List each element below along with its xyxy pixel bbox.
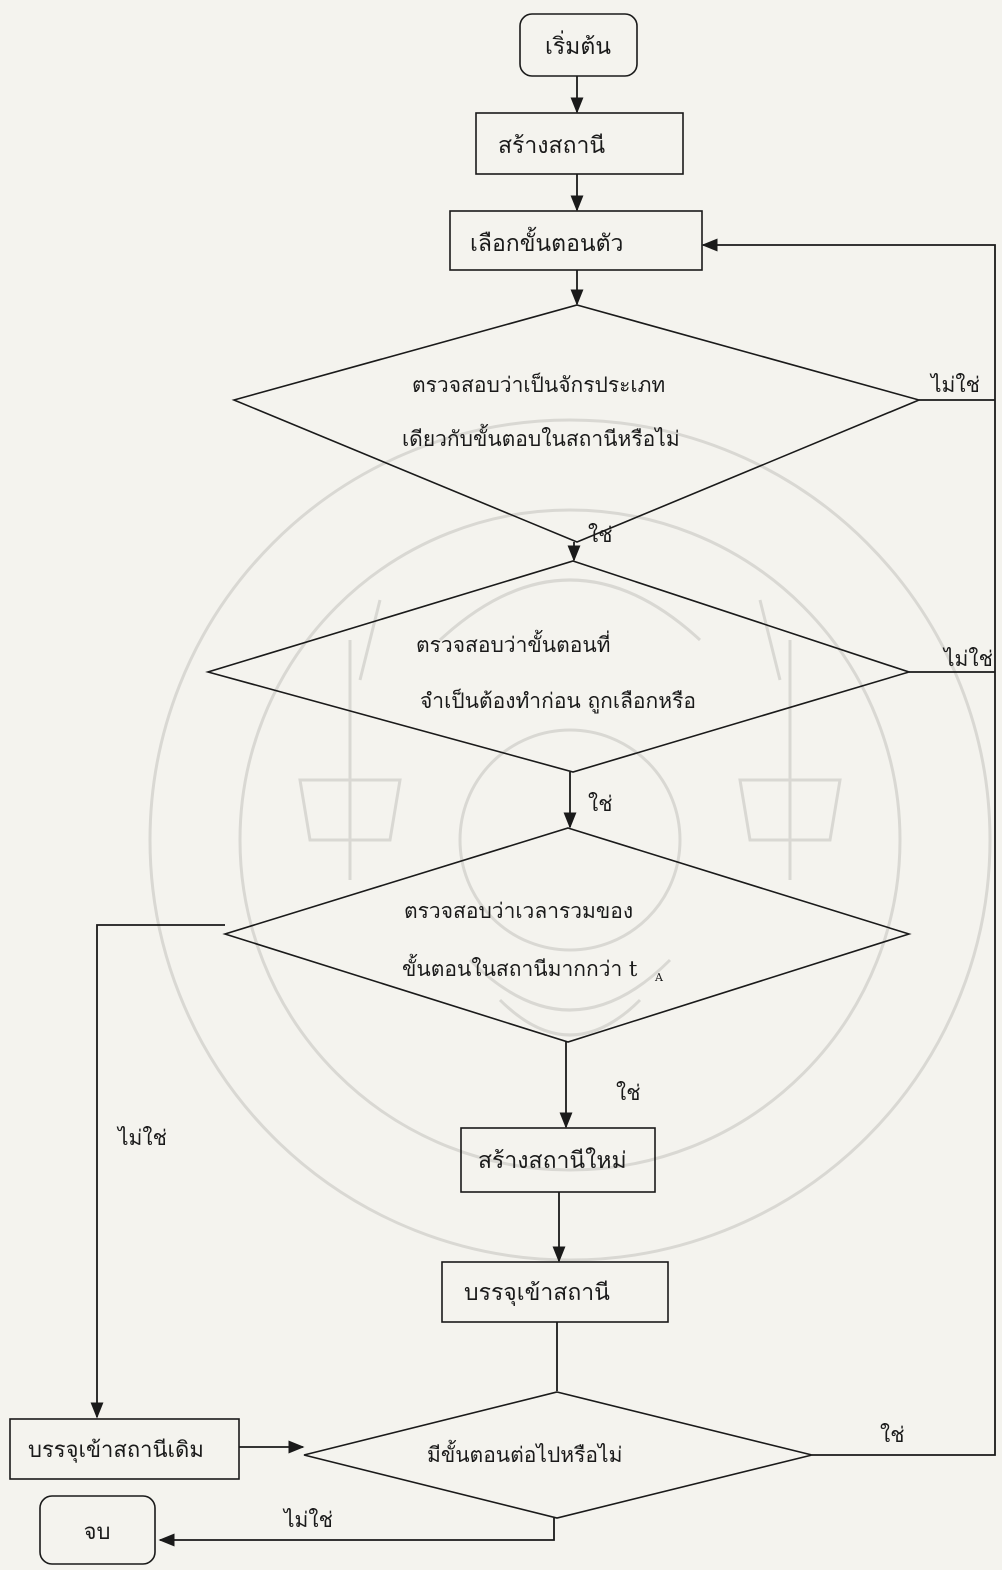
arrow-time-no	[90, 924, 225, 1419]
no-label-more: ไม่ใช่	[282, 1508, 333, 1532]
decision-more-diamond	[303, 1391, 813, 1519]
decision-time-line2: ขั้นตอนในสถานีมากกว่า t	[402, 954, 638, 981]
no-label-type: ไม่ใช่	[929, 373, 980, 397]
yes-label-type: ใช่	[588, 523, 613, 547]
load-old-station-label: บรรจุเข้าสถานีเดิม	[28, 1438, 204, 1463]
decision-predecessor-diamond	[205, 560, 912, 773]
end-terminal	[39, 1495, 156, 1565]
decision-type-line1: ตรวจสอบว่าเป็นจักรประเภท	[412, 371, 665, 397]
decision-time-subscript: A	[654, 971, 664, 984]
create-new-station-box	[460, 1127, 656, 1193]
decision-time-line1: ตรวจสอบว่าเวลารวมของ	[404, 899, 633, 923]
load-old-station-box	[9, 1418, 240, 1480]
decision-type-diamond	[231, 304, 922, 543]
load-station-label: บรรจุเข้าสถานี	[464, 1280, 610, 1306]
create-station-label: สร้างสถานี	[498, 133, 605, 159]
connectors	[90, 76, 996, 1547]
start-terminal	[519, 13, 638, 77]
select-task-label: เลือกขั้นตอนตัว	[470, 227, 623, 257]
decision-time-diamond	[222, 827, 912, 1043]
decision-predecessor-line1: ตรวจสอบว่าขั้นตอนที่	[416, 630, 611, 657]
yes-label-time: ใช่	[616, 1081, 641, 1105]
no-label-time: ไม่ใช่	[116, 1126, 167, 1150]
end-label: จบ	[84, 1520, 111, 1545]
decision-type-line2: เดียวกับขั้นตอบในสถานีหรือไม่	[402, 424, 680, 451]
arrow-more-yes-loop	[701, 238, 996, 1456]
no-label-predecessor: ไม่ใช่	[942, 647, 993, 671]
emblem-seal-watermark	[148, 418, 992, 1262]
yes-label-more: ใช่	[880, 1423, 905, 1447]
decision-more-label: มีขั้นตอนต่อไปหรือไม่	[427, 1440, 622, 1467]
create-new-station-label: สร้างสถานีใหม่	[478, 1147, 627, 1174]
decision-predecessor-line2: จำเป็นต้องทำก่อน ถูกเลือกหรือ	[420, 687, 696, 714]
arrow-more-no-to-end	[158, 1518, 555, 1547]
yes-label-predecessor: ใช่	[588, 792, 613, 816]
start-label: เริ่มต้น	[545, 30, 611, 60]
